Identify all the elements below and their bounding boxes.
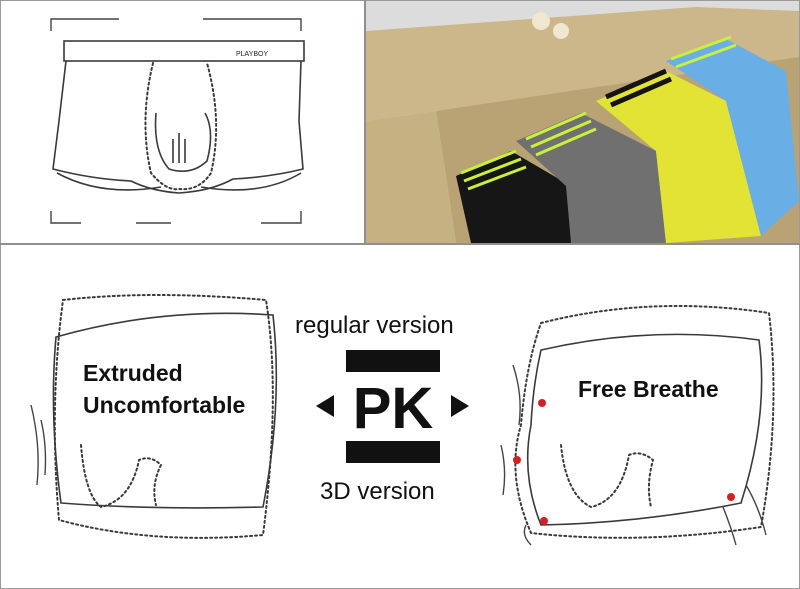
regular-version-caption: regular version <box>295 312 454 339</box>
arrow-left-icon <box>316 395 334 417</box>
three-d-garment-outline <box>500 304 775 546</box>
waistband <box>63 40 305 62</box>
comparison-panel: PK <box>1 245 799 588</box>
marker-dot <box>513 456 521 464</box>
extruded-caption-line1: Extruded <box>83 360 183 386</box>
emblem-bar-top <box>346 350 440 372</box>
leg-opening-left <box>56 172 162 191</box>
gift-box-illustration <box>366 1 799 243</box>
marker-dot <box>727 493 735 501</box>
box-lid <box>366 7 799 121</box>
pouch-stitching <box>144 62 218 191</box>
garment-grey <box>516 111 666 243</box>
divider-horizontal <box>0 243 800 245</box>
briefs-line-drawing: PLAYBOY <box>50 18 305 224</box>
three-d-version-caption: 3D version <box>320 478 435 505</box>
extruded-caption-line2: Uncomfortable <box>83 392 246 418</box>
pk-emblem: PK <box>316 350 469 463</box>
leg-opening-right <box>200 172 302 191</box>
pouch-detail <box>172 133 186 163</box>
garment-blue <box>666 35 799 236</box>
brand-logo <box>532 12 550 30</box>
line-drawing-panel: PLAYBOY <box>1 1 365 243</box>
comparison-illustration: PK <box>30 294 775 546</box>
corner-bracket <box>203 18 302 31</box>
marker-dot <box>538 399 546 407</box>
free-breathe-caption: Free Breathe <box>578 376 719 402</box>
marker-dot <box>540 517 548 525</box>
garment-yellow <box>596 68 761 243</box>
product-box-photo <box>366 1 799 243</box>
briefs-body <box>52 60 304 194</box>
garment-black <box>456 149 576 243</box>
corner-bracket <box>50 211 81 224</box>
regular-garment-outline <box>30 294 278 539</box>
divider-vertical <box>364 0 366 244</box>
pk-text: PK <box>353 376 434 441</box>
extruded-caption: Extruded Uncomfortable <box>83 357 245 421</box>
corner-bracket <box>261 211 302 224</box>
waistband-brand-text: PLAYBOY <box>236 51 268 58</box>
emblem-bar-bottom <box>346 441 440 463</box>
pouch-contour <box>154 112 212 172</box>
corner-bracket <box>50 18 119 31</box>
arrow-right-icon <box>451 395 469 417</box>
